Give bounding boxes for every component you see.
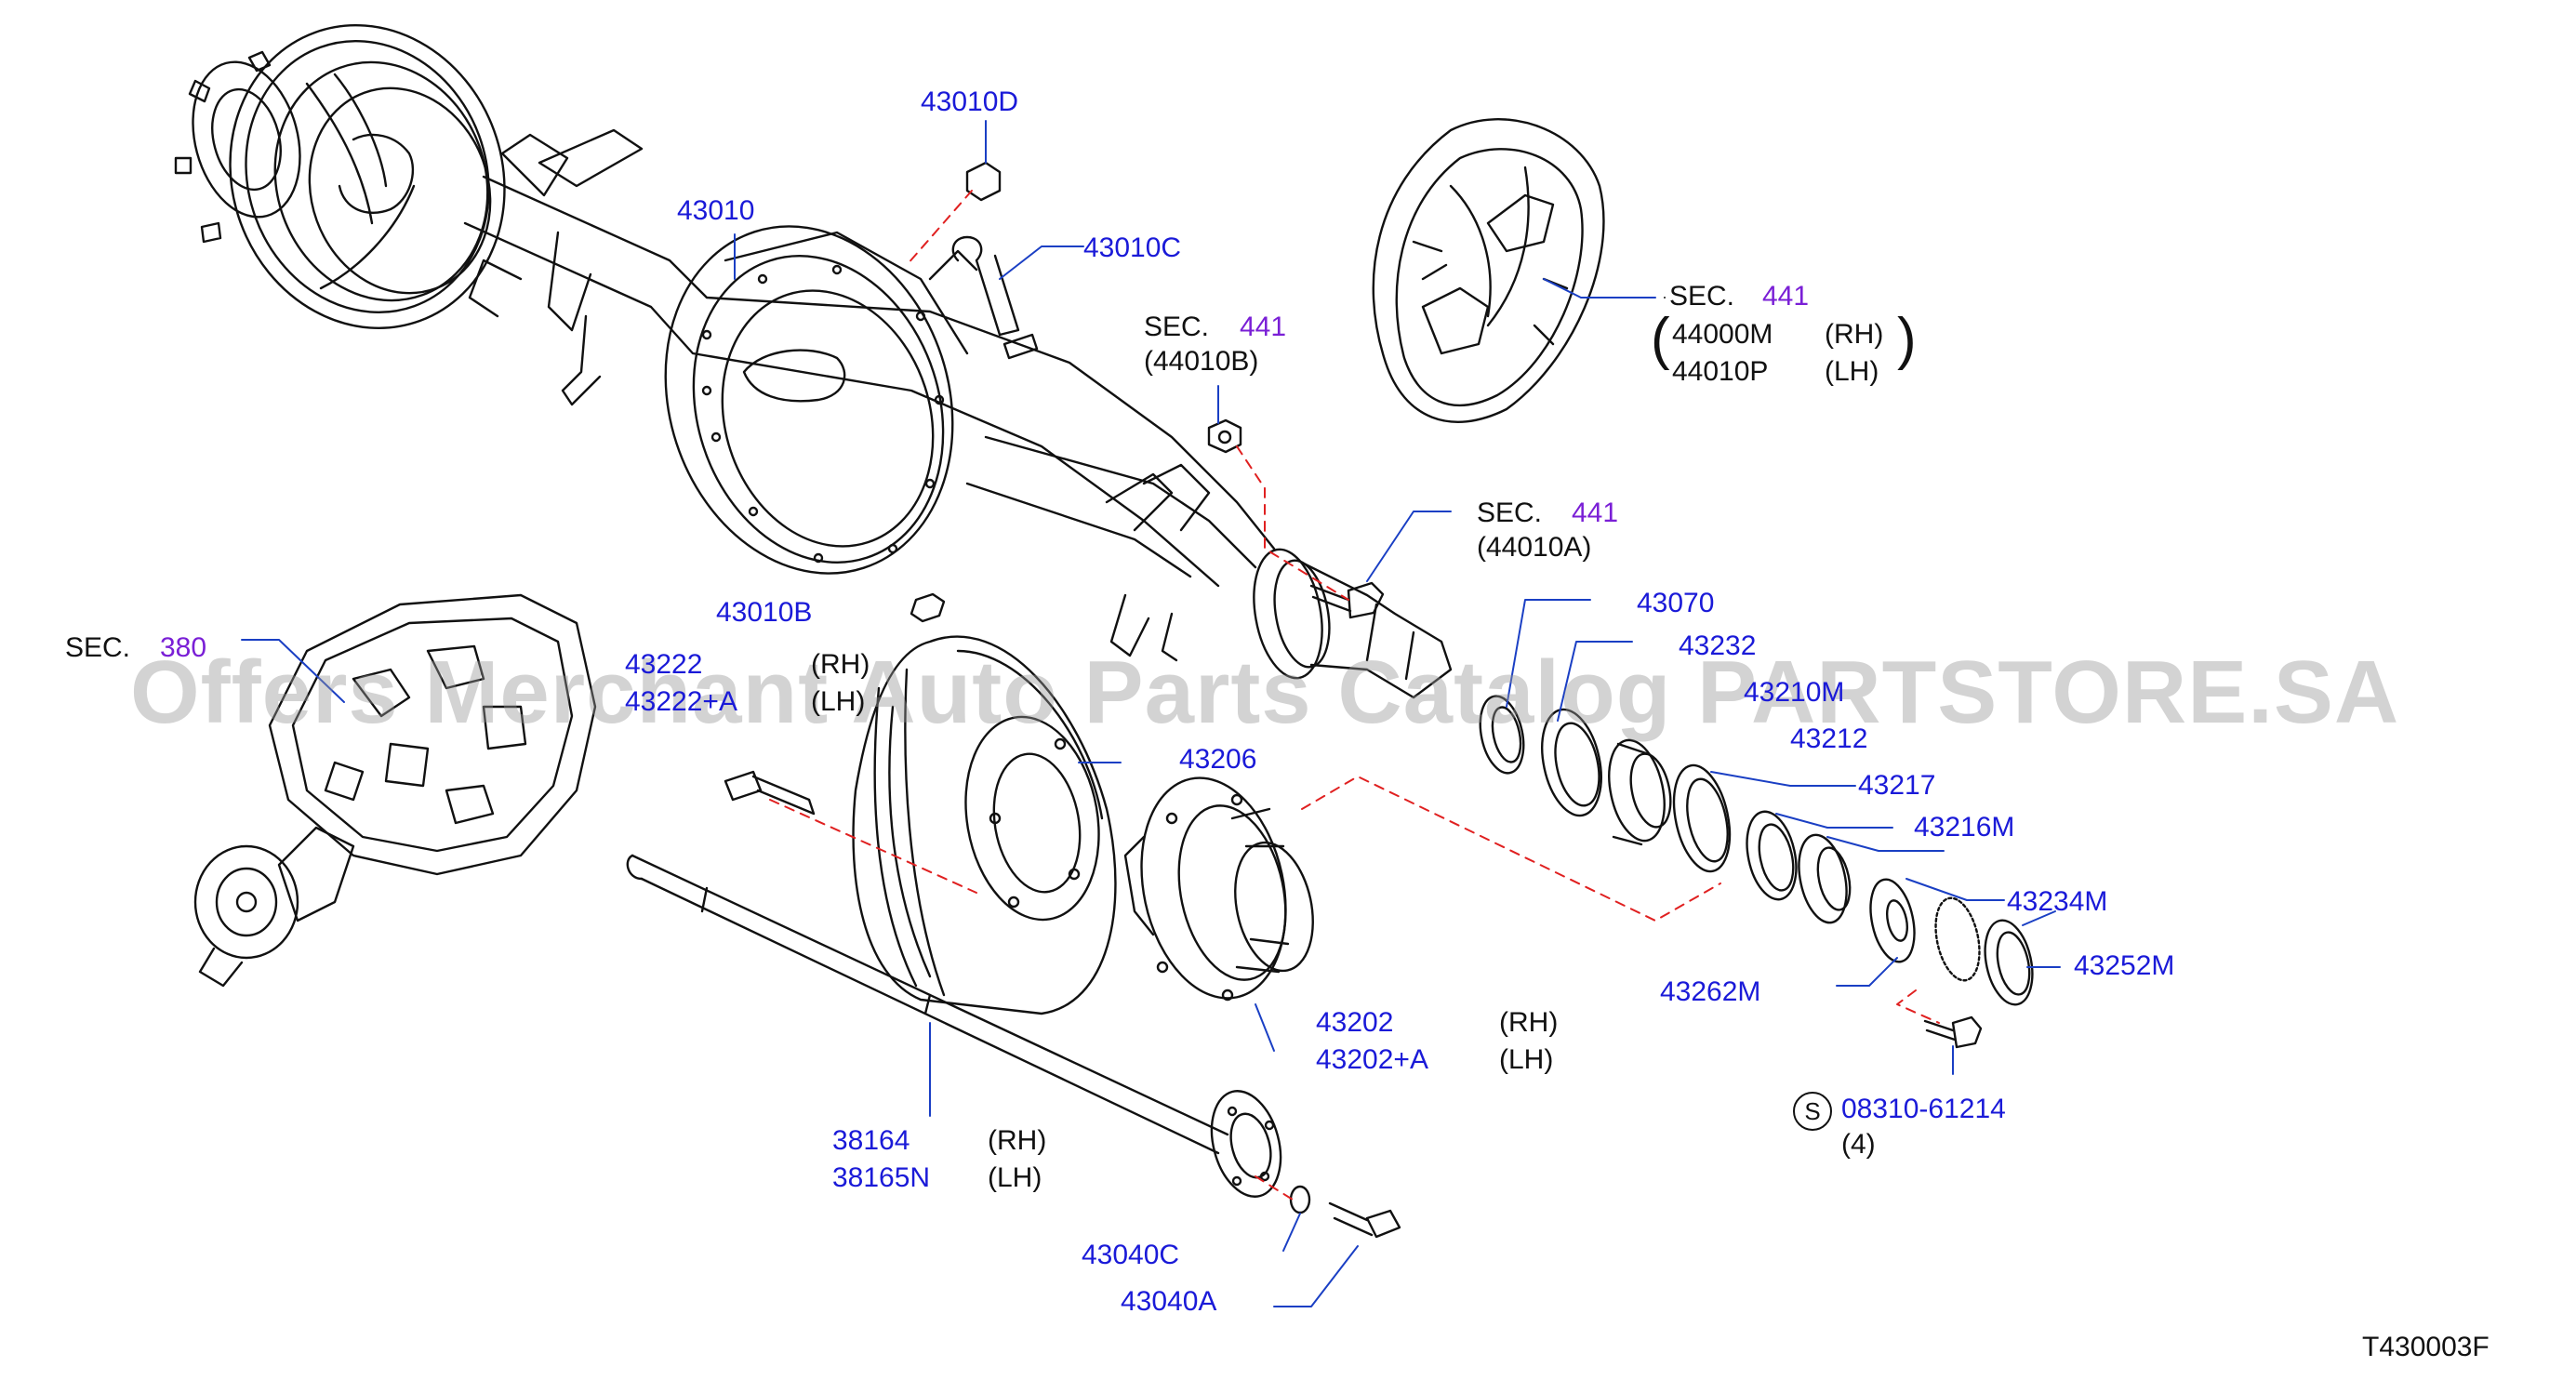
part-43217[interactable]: 43217 [1858,770,1936,801]
part-43262M[interactable]: 43262M [1660,976,1761,1007]
part-43070[interactable]: 43070 [1637,588,1715,618]
part-43210M[interactable]: 43210M [1744,677,1845,708]
side-lh-38165N: (LH) [988,1162,1042,1193]
bolt-quantity: (4) [1841,1129,1876,1160]
part-43040A[interactable]: 43040A [1121,1286,1217,1317]
wheel-hub-43202 [1123,776,1314,1002]
part-43212[interactable]: 43212 [1790,723,1868,754]
part-43222[interactable]: 43222 [625,649,703,680]
part-43232[interactable]: 43232 [1679,630,1757,661]
sec-prefix-upper: SEC. [1144,312,1210,342]
sec-441-upper[interactable]: 441 [1240,312,1287,342]
part-43234M[interactable]: 43234M [2007,886,2108,917]
watermark: Offers Merchant Auto Parts Catalog PARTS… [130,643,2400,742]
part-43202A[interactable]: 43202+A [1316,1044,1428,1075]
side-lh-43222A: (LH) [811,686,866,717]
axle-housing [463,128,1453,699]
sec-prefix-brake: SEC. [1669,281,1735,312]
part-44000M[interactable]: 44000M [1672,319,1773,350]
leader-lines [241,120,2061,1307]
side-lh-44010P: (LH) [1825,356,1879,387]
part-08310-61214[interactable]: 08310-61214 [1841,1094,2006,1124]
ref-44010B: (44010B) [1144,346,1259,377]
part-43252M[interactable]: 43252M [2074,950,2175,981]
sec-441-mid[interactable]: 441 [1572,498,1619,528]
part-43040C[interactable]: 43040C [1082,1240,1180,1270]
bearing-set [1479,695,2034,1006]
sec-380-diff[interactable]: 380 [160,632,207,663]
assembly-guides [769,190,1940,1201]
brake-drum-43206 [852,635,1117,1015]
side-lh-43202A: (LH) [1499,1044,1554,1075]
part-43222A[interactable]: 43222+A [625,686,737,717]
side-rh-38164: (RH) [988,1125,1047,1156]
part-43216M[interactable]: 43216M [1914,812,2015,843]
hub-bolt-43222 [724,770,816,816]
brake-backing-plate [1372,118,1605,423]
standard-part-symbol: S [1793,1092,1832,1131]
part-43010B[interactable]: 43010B [716,597,813,628]
part-38165N[interactable]: 38165N [832,1162,931,1193]
part-43010D[interactable]: 43010D [921,86,1019,117]
bracket-close: ) [1897,307,1917,371]
diagram-code: T430003F [2362,1332,2490,1362]
small-parts [910,161,1983,1239]
part-38164[interactable]: 38164 [832,1125,910,1156]
part-43206[interactable]: 43206 [1179,744,1257,775]
part-43010[interactable]: 43010 [677,195,755,226]
part-43202[interactable]: 43202 [1316,1007,1394,1038]
sec-prefix-diff: SEC. [65,632,131,663]
part-44010P[interactable]: 44010P [1672,356,1769,387]
bracket-open: ( [1651,307,1670,371]
axle-shaft [626,854,1282,1198]
side-rh-43222: (RH) [811,649,870,680]
part-43010C[interactable]: 43010C [1083,232,1182,263]
ref-44010A: (44010A) [1477,532,1592,563]
sec-prefix-mid: SEC. [1477,498,1543,528]
left-brake-drum [174,24,506,329]
sec-441-brake[interactable]: 441 [1762,281,1810,312]
differential-carrier [193,593,597,988]
side-rh-43202: (RH) [1499,1007,1559,1038]
side-rh-44000M: (RH) [1825,319,1884,350]
